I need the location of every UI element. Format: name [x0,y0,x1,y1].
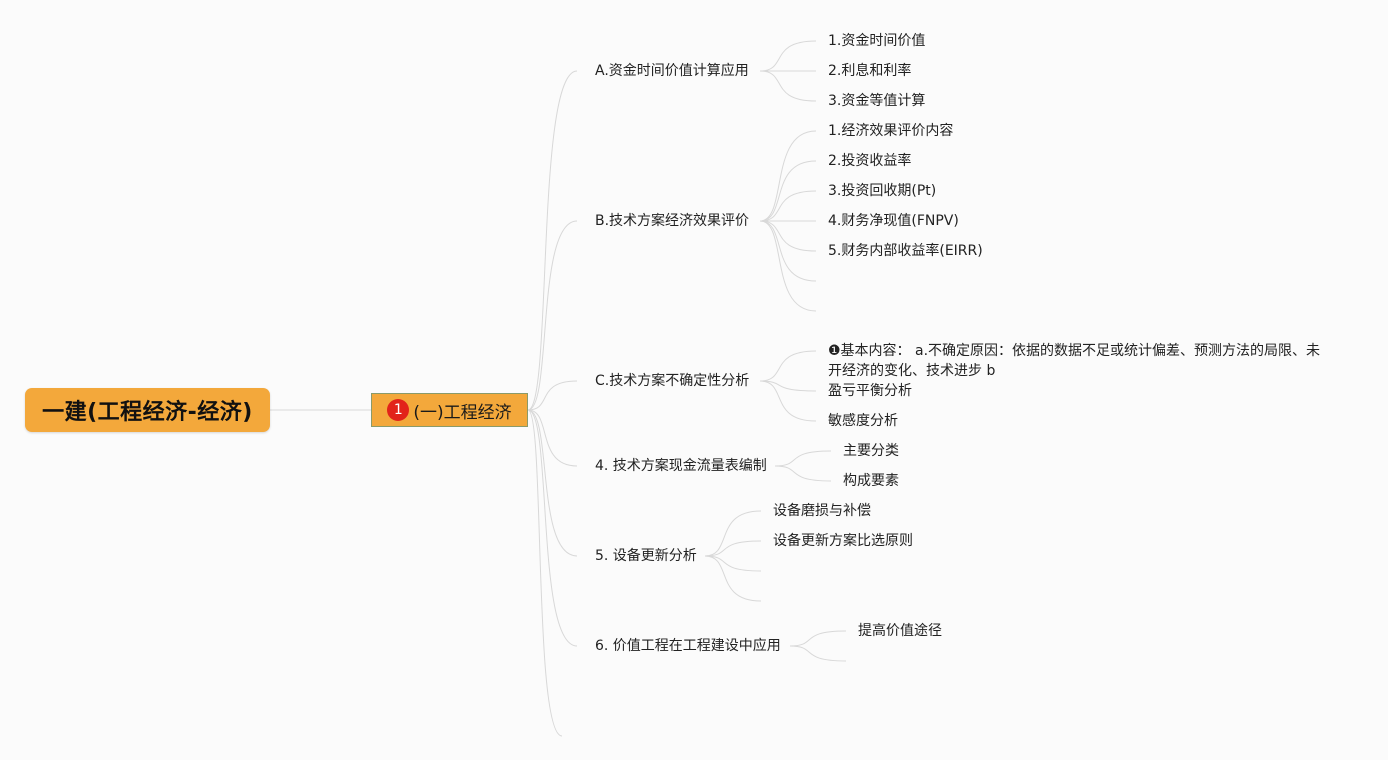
branch-node-3[interactable]: 4. 技术方案现金流量表编制 [595,458,767,474]
root-node[interactable]: 一建(工程经济-经济) [25,388,270,432]
connector-branch-4-child-2 [704,555,762,572]
connector-branch-1-child-4 [759,220,817,252]
connector-topic-branch-3 [527,409,578,467]
leaf-node-0-1[interactable]: 2.利息和利率 [828,63,912,79]
connector-branch-1-child-0 [759,130,817,222]
connector-branch-4-child-0 [704,510,762,557]
root-node-label: 一建(工程经济-经济) [42,400,253,425]
leaf-node-5-0[interactable]: 提高价值途径 [858,623,942,639]
connector-topic-branch-1 [527,220,578,411]
connector-branch-1-child-1 [759,160,817,222]
connector-topic-branch-5 [527,409,578,647]
branch-node-1[interactable]: B.技术方案经济效果评价 [595,213,750,229]
leaf-node-1-3[interactable]: 4.财务净现值(FNPV) [828,213,959,229]
connector-branch-2-child-0 [759,350,817,382]
connector-branch-5-child-1 [789,645,847,662]
leaf-node-1-4[interactable]: 5.财务内部收益率(EIRR) [828,243,983,259]
leaf-node-1-1[interactable]: 2.投资收益率 [828,153,912,169]
leaf-node-4-1[interactable]: 设备更新方案比选原则 [773,533,913,549]
connector-topic-branch-4 [527,409,578,557]
connector-branch-0-child-2 [759,70,817,102]
leaf-node-4-0[interactable]: 设备磨损与补偿 [773,503,871,519]
connector-branch-2-child-2 [759,380,817,422]
connector-topic-branch-6 [527,409,563,737]
connector-branch-4-child-1 [704,540,762,557]
connector-branch-4-child-3 [704,555,762,602]
connector-topic-branch-2 [527,380,578,411]
branch-node-2[interactable]: C.技术方案不确定性分析 [595,373,750,389]
leaf-node-1-0[interactable]: 1.经济效果评价内容 [828,123,954,139]
priority-1-icon: 1 [387,399,410,421]
branch-node-4[interactable]: 5. 设备更新分析 [595,548,697,564]
leaf-node-2-2[interactable]: 敏感度分析 [828,413,898,429]
connector-branch-2-child-1 [759,380,817,392]
leaf-node-2-1[interactable]: 盈亏平衡分析 [828,383,912,399]
leaf-node-1-2[interactable]: 3.投资回收期(Pt) [828,183,937,199]
branch-node-5[interactable]: 6. 价值工程在工程建设中应用 [595,638,781,654]
topic-node-label: (一)工程经济 [413,402,512,423]
leaf-node-0-0[interactable]: 1.资金时间价值 [828,33,926,49]
connector-branch-1-child-2 [759,190,817,222]
connector-branch-3-child-1 [774,465,832,482]
topic-node-engineering-economics[interactable]: 1 (一)工程经济 [371,393,528,427]
branch-node-0[interactable]: A.资金时间价值计算应用 [595,63,749,79]
connector-branch-1-child-5 [759,220,817,282]
leaf-node-3-0[interactable]: 主要分类 [843,443,899,459]
leaf-node-0-2[interactable]: 3.资金等值计算 [828,93,926,109]
leaf-node-2-0[interactable]: ❶基本内容： a.不确定原因：依据的数据不足或统计偏差、预测方法的局限、未开经济… [828,343,1321,379]
connector-branch-0-child-0 [759,40,817,72]
connector-branch-1-child-6 [759,220,817,312]
connector-branch-3-child-0 [774,450,832,467]
connector-topic-branch-0 [527,70,578,411]
leaf-node-3-1[interactable]: 构成要素 [843,473,899,489]
connector-branch-5-child-0 [789,630,847,647]
